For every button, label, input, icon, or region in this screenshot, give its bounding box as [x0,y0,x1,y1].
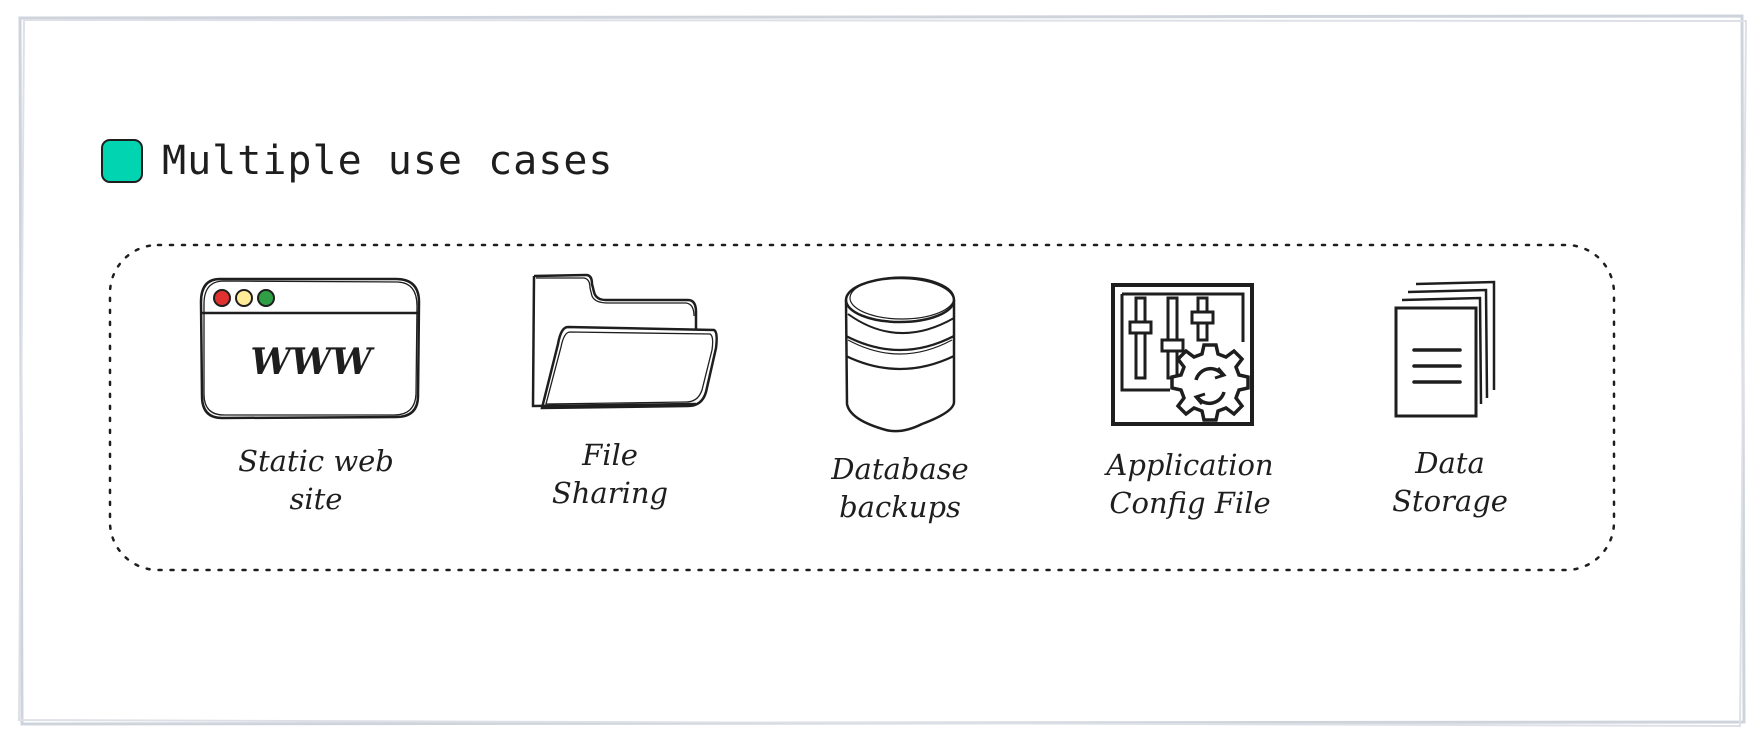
browser-text: WWW [250,341,375,383]
browser-window-icon: WWW [199,277,421,420]
database-icon [844,276,956,433]
section-title: Multiple use cases [162,138,614,184]
documents-stack-icon [1394,280,1496,418]
use-cases-group [108,243,1616,572]
folder-icon [531,273,718,410]
green-marker-icon [101,139,143,183]
config-sliders-gear-icon [1111,283,1254,426]
